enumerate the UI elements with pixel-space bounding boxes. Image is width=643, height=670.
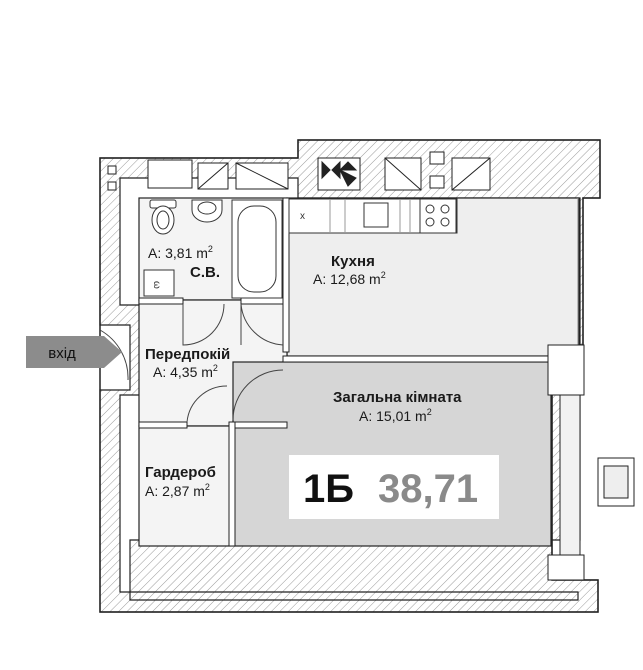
cabinet-doors — [329, 200, 411, 232]
entrance: вхід — [26, 336, 122, 368]
washing-machine-icon — [143, 269, 175, 297]
bathroom-name: С.В. — [190, 264, 220, 281]
unit-badge-box — [289, 455, 499, 519]
hallway-name: Передпокій — [145, 346, 230, 363]
stove-icon — [419, 198, 457, 234]
room-label-living: Загальна кімната А: 15,01 m2 — [333, 389, 462, 424]
unit-code: 1Б — [303, 467, 354, 511]
toilet-icon — [149, 199, 177, 235]
hallway-area: А: 4,35 m — [153, 364, 213, 380]
wardrobe-name: Гардероб — [145, 464, 216, 481]
washer-mark: ω — [151, 281, 162, 289]
bathroom-area: А: 3,81 m — [148, 245, 208, 261]
door-swings — [99, 303, 284, 423]
kitchen-sink-icon — [363, 202, 389, 228]
svg-text:А: 2,87 m2: А: 2,87 m2 — [145, 482, 210, 499]
svg-text:А: 15,01 m2: А: 15,01 m2 — [359, 407, 432, 424]
living-area: А: 15,01 m — [359, 408, 427, 424]
room-label-bathroom: А: 3,81 m2 С.В. — [148, 244, 220, 281]
ventilation-fan-icon — [317, 157, 361, 191]
room-label-kitchen: Кухня А: 12,68 m2 — [313, 253, 386, 287]
kitchen-fixtures: x — [288, 198, 458, 234]
entrance-arrow — [26, 336, 122, 368]
room-label-wardrobe: Гардероб А: 2,87 m2 — [145, 464, 216, 499]
svg-text:А: 3,81 m2: А: 3,81 m2 — [148, 244, 213, 261]
unit-total-area: 38,71 — [378, 467, 478, 511]
partition-walls — [138, 197, 554, 547]
svg-text:А: 4,35 m2: А: 4,35 m2 — [153, 363, 218, 380]
right-wall-details — [547, 198, 635, 581]
room-label-hallway: Передпокій А: 4,35 m2 — [145, 346, 230, 380]
wardrobe-floor — [138, 425, 232, 547]
kitchen-area: А: 12,68 m — [313, 271, 381, 287]
entrance-label: вхід — [48, 345, 76, 362]
svg-text:А: 12,68 m2: А: 12,68 m2 — [313, 270, 386, 287]
bathtub-icon — [231, 199, 283, 299]
kitchen-name: Кухня — [331, 253, 375, 270]
living-name: Загальна кімната — [333, 389, 462, 406]
unit-badge: 1Б 38,71 — [289, 455, 499, 519]
top-wall-details — [107, 151, 491, 191]
kitchen-mark: x — [300, 211, 305, 222]
bathroom-fixtures: ω — [143, 199, 283, 299]
wardrobe-area: А: 2,87 m — [145, 483, 205, 499]
sink-icon — [191, 199, 223, 223]
